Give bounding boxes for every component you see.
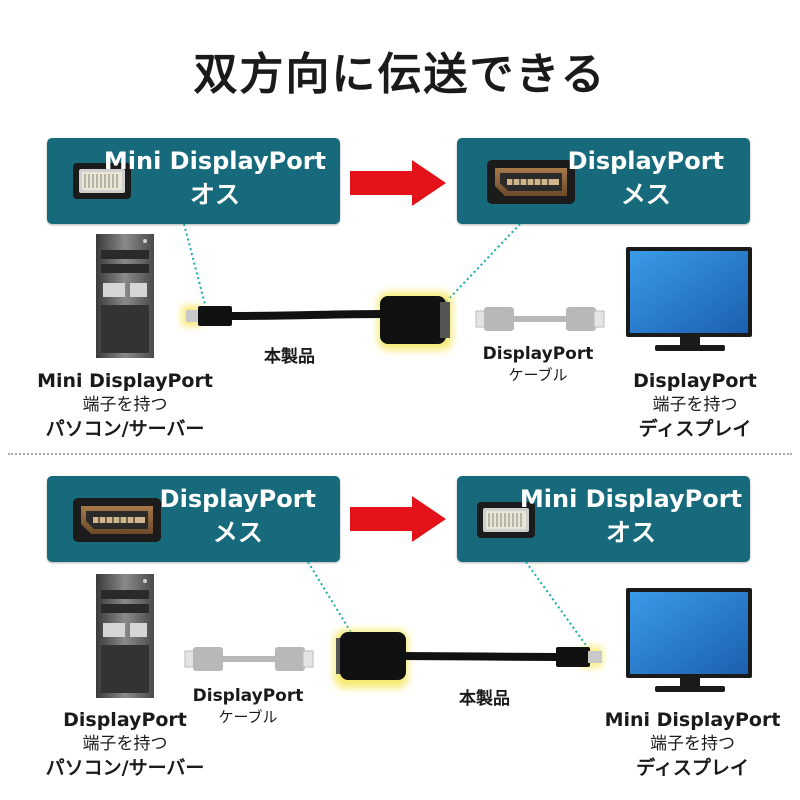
bottom-left-connector-box: DisplayPort メス (47, 476, 340, 562)
connector-name: Mini DisplayPort (103, 147, 326, 175)
displayport-cable-icon (475, 307, 605, 331)
sink-caption-line3: ディスプレイ (638, 418, 752, 440)
red-direction-arrow (350, 160, 446, 206)
page-title: 双方向に伝送できる (193, 49, 607, 100)
connector-gender: オス (189, 180, 240, 209)
cable-caption: DisplayPort ケーブル (476, 343, 600, 385)
sink-device-caption: Mini DisplayPort 端子を持つ ディスプレイ (590, 708, 795, 781)
cable-caption-line2: ケーブル (218, 708, 278, 726)
adapter-product-image (334, 630, 602, 688)
pc-tower-icon (96, 574, 154, 698)
source-caption-line3: パソコン/サーバー (45, 757, 205, 779)
connector-gender: メス (212, 518, 263, 547)
connector-gender: メス (620, 180, 671, 209)
cable-caption-line1: DisplayPort (192, 686, 304, 706)
sink-caption-line2: 端子を持つ (652, 395, 738, 415)
pc-tower-icon (96, 234, 154, 358)
sink-device-caption: DisplayPort 端子を持つ ディスプレイ (610, 369, 780, 442)
top-right-connector-box: DisplayPort メス (457, 138, 750, 224)
connector-name: DisplayPort (567, 147, 724, 175)
leader-line (307, 561, 353, 635)
red-direction-arrow (350, 496, 446, 542)
cable-caption-line2: ケーブル (508, 366, 568, 384)
leader-line (525, 561, 589, 649)
bottom-right-connector-box: Mini DisplayPort オス (457, 476, 750, 562)
product-label: 本製品 (264, 347, 315, 367)
adapter-product-image (182, 292, 452, 350)
sink-caption-line2: 端子を持つ (650, 734, 735, 754)
source-caption-line3: パソコン/サーバー (45, 418, 205, 440)
monitor-icon (626, 588, 752, 692)
source-caption-line1: Mini DisplayPort (37, 370, 213, 392)
displayport-receptacle-icon (487, 160, 575, 204)
source-caption-line2: 端子を持つ (82, 395, 168, 415)
leader-line (443, 223, 521, 305)
mini-displayport-plug-icon (73, 163, 131, 199)
leader-line (183, 223, 208, 313)
source-device-caption: Mini DisplayPort 端子を持つ パソコン/サーバー (20, 369, 230, 442)
connector-name: Mini DisplayPort (519, 485, 742, 513)
source-caption-line2: 端子を持つ (82, 734, 168, 754)
section-divider (8, 453, 792, 455)
sink-caption-line1: DisplayPort (633, 370, 757, 392)
monitor-icon (626, 247, 752, 351)
source-device-caption: DisplayPort 端子を持つ パソコン/サーバー (20, 708, 230, 781)
connector-gender: オス (605, 518, 656, 547)
top-left-connector-box: Mini DisplayPort オス (47, 138, 340, 224)
displayport-receptacle-icon (73, 498, 161, 542)
sink-caption-line3: ディスプレイ (636, 757, 749, 779)
cable-caption: DisplayPort ケーブル (186, 685, 310, 727)
sink-caption-line1: Mini DisplayPort (604, 709, 781, 731)
cable-caption-line1: DisplayPort (482, 344, 594, 364)
product-label: 本製品 (459, 689, 510, 709)
mini-displayport-plug-icon (477, 502, 535, 538)
connector-name: DisplayPort (159, 485, 316, 513)
displayport-cable-icon (184, 647, 314, 671)
source-caption-line1: DisplayPort (63, 709, 187, 731)
